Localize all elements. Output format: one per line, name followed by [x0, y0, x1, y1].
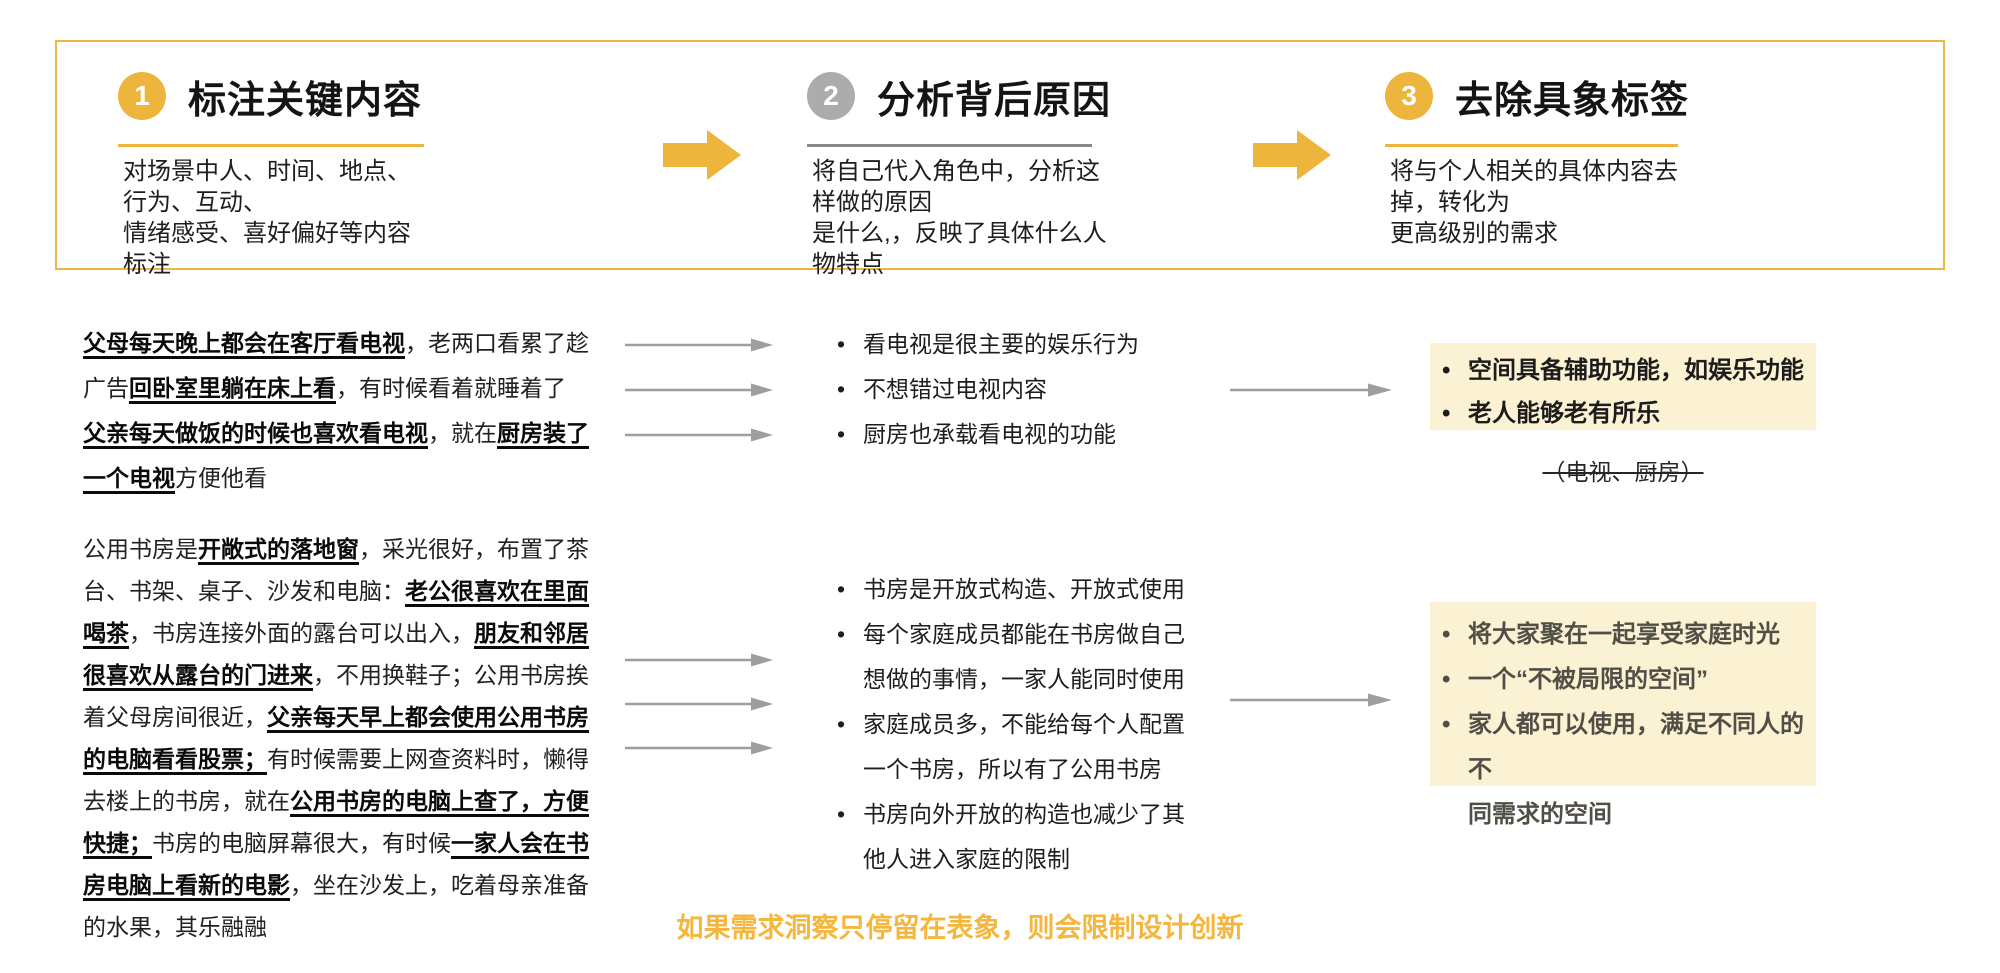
- step-2-number-badge: 2: [807, 72, 855, 120]
- step-2: 2 分析背后原因 将自己代入角色中，分析这样做的原因 是什么,，反映了具体什么人…: [807, 72, 1111, 278]
- insight-item: 将大家聚在一起享受家庭时光: [1442, 612, 1804, 657]
- reason-item: 不想错过电视内容: [835, 367, 1265, 412]
- mapping-arrow-icon: [625, 653, 773, 667]
- step-1-number-badge: 1: [118, 72, 166, 120]
- step-1-title: 标注关键内容: [188, 79, 423, 122]
- step-2-divider: [807, 144, 1092, 147]
- case-2-insights-list: 将大家聚在一起享受家庭时光 一个“不被局限的空间” 家人都可以使用，满足不同人的…: [1430, 602, 1816, 837]
- step-1-divider: [118, 144, 424, 147]
- mapping-arrow-icon: [1230, 693, 1392, 707]
- step-3-title: 去除具象标签: [1455, 79, 1690, 122]
- insight-item: 家人都可以使用，满足不同人的不 同需求的空间: [1442, 702, 1804, 837]
- mapping-arrow-icon: [625, 697, 773, 711]
- step-3: 3 去除具象标签 将与个人相关的具体内容去掉，转化为 更高级别的需求: [1385, 72, 1689, 247]
- step-1: 1 标注关键内容 对场景中人、时间、地点、行为、互动、 情绪感受、喜好偏好等内容…: [118, 72, 424, 278]
- case-1-story: 父母每天晚上都会在客厅看电视，老两口看累了趁 广告回卧室里躺在床上看，有时候看着…: [83, 330, 589, 491]
- case-1-removed-labels: （电视、厨房）: [1542, 459, 1704, 485]
- case-1-insights-list: 空间具备辅助功能，如娱乐功能 老人能够老有所乐: [1430, 343, 1816, 435]
- reason-item: 看电视是很主要的娱乐行为: [835, 322, 1265, 367]
- case-1-reasons: 看电视是很主要的娱乐行为 不想错过电视内容 厨房也承载看电视的功能: [835, 322, 1265, 457]
- reason-item: 家庭成员多，不能给每个人配置 一个书房，所以有了公用书房: [835, 702, 1265, 792]
- case-2-insights-box: 将大家聚在一起享受家庭时光 一个“不被局限的空间” 家人都可以使用，满足不同人的…: [1430, 602, 1816, 828]
- step-2-description: 将自己代入角色中，分析这样做的原因 是什么,，反映了具体什么人物特点: [812, 158, 1107, 278]
- footer-note: 如果需求洞察只停留在表象，则会限制设计创新: [676, 913, 1244, 943]
- case-1-insights-box: 空间具备辅助功能，如娱乐功能 老人能够老有所乐: [1430, 343, 1816, 435]
- step-3-divider: [1385, 144, 1678, 147]
- reason-item: 书房向外开放的构造也减少了其 他人进入家庭的限制: [835, 792, 1265, 882]
- process-steps-panel: [55, 40, 1945, 270]
- case-2-story: 公用书房是开敞式的落地窗，采光很好，布置了茶 台、书架、桌子、沙发和电脑：老公很…: [83, 536, 589, 940]
- reason-item: 书房是开放式构造、开放式使用: [835, 567, 1265, 612]
- step-3-number-badge: 3: [1385, 72, 1433, 120]
- reason-item: 每个家庭成员都能在书房做自己 想做的事情，一家人能同时使用: [835, 612, 1265, 702]
- flow-arrow-icon: [663, 130, 741, 180]
- step-2-title: 分析背后原因: [877, 79, 1112, 122]
- case-2-reasons: 书房是开放式构造、开放式使用 每个家庭成员都能在书房做自己 想做的事情，一家人能…: [835, 567, 1265, 882]
- step-1-description: 对场景中人、时间、地点、行为、互动、 情绪感受、喜好偏好等内容标注: [123, 158, 411, 278]
- mapping-arrow-icon: [625, 383, 773, 397]
- insight-item: 老人能够老有所乐: [1442, 392, 1804, 435]
- step-2-header: 2 分析背后原因: [807, 72, 1111, 122]
- insight-item: 一个“不被局限的空间”: [1442, 657, 1804, 702]
- step-3-header: 3 去除具象标签: [1385, 72, 1689, 122]
- step-3-description: 将与个人相关的具体内容去掉，转化为 更高级别的需求: [1390, 158, 1678, 247]
- flow-arrow-icon: [1253, 130, 1331, 180]
- step-1-header: 1 标注关键内容: [118, 72, 422, 122]
- reason-item: 厨房也承载看电视的功能: [835, 412, 1265, 457]
- insight-item: 空间具备辅助功能，如娱乐功能: [1442, 349, 1804, 392]
- mapping-arrow-icon: [1230, 383, 1392, 397]
- mapping-arrow-icon: [625, 741, 773, 755]
- mapping-arrow-icon: [625, 428, 773, 442]
- mapping-arrow-icon: [625, 338, 773, 352]
